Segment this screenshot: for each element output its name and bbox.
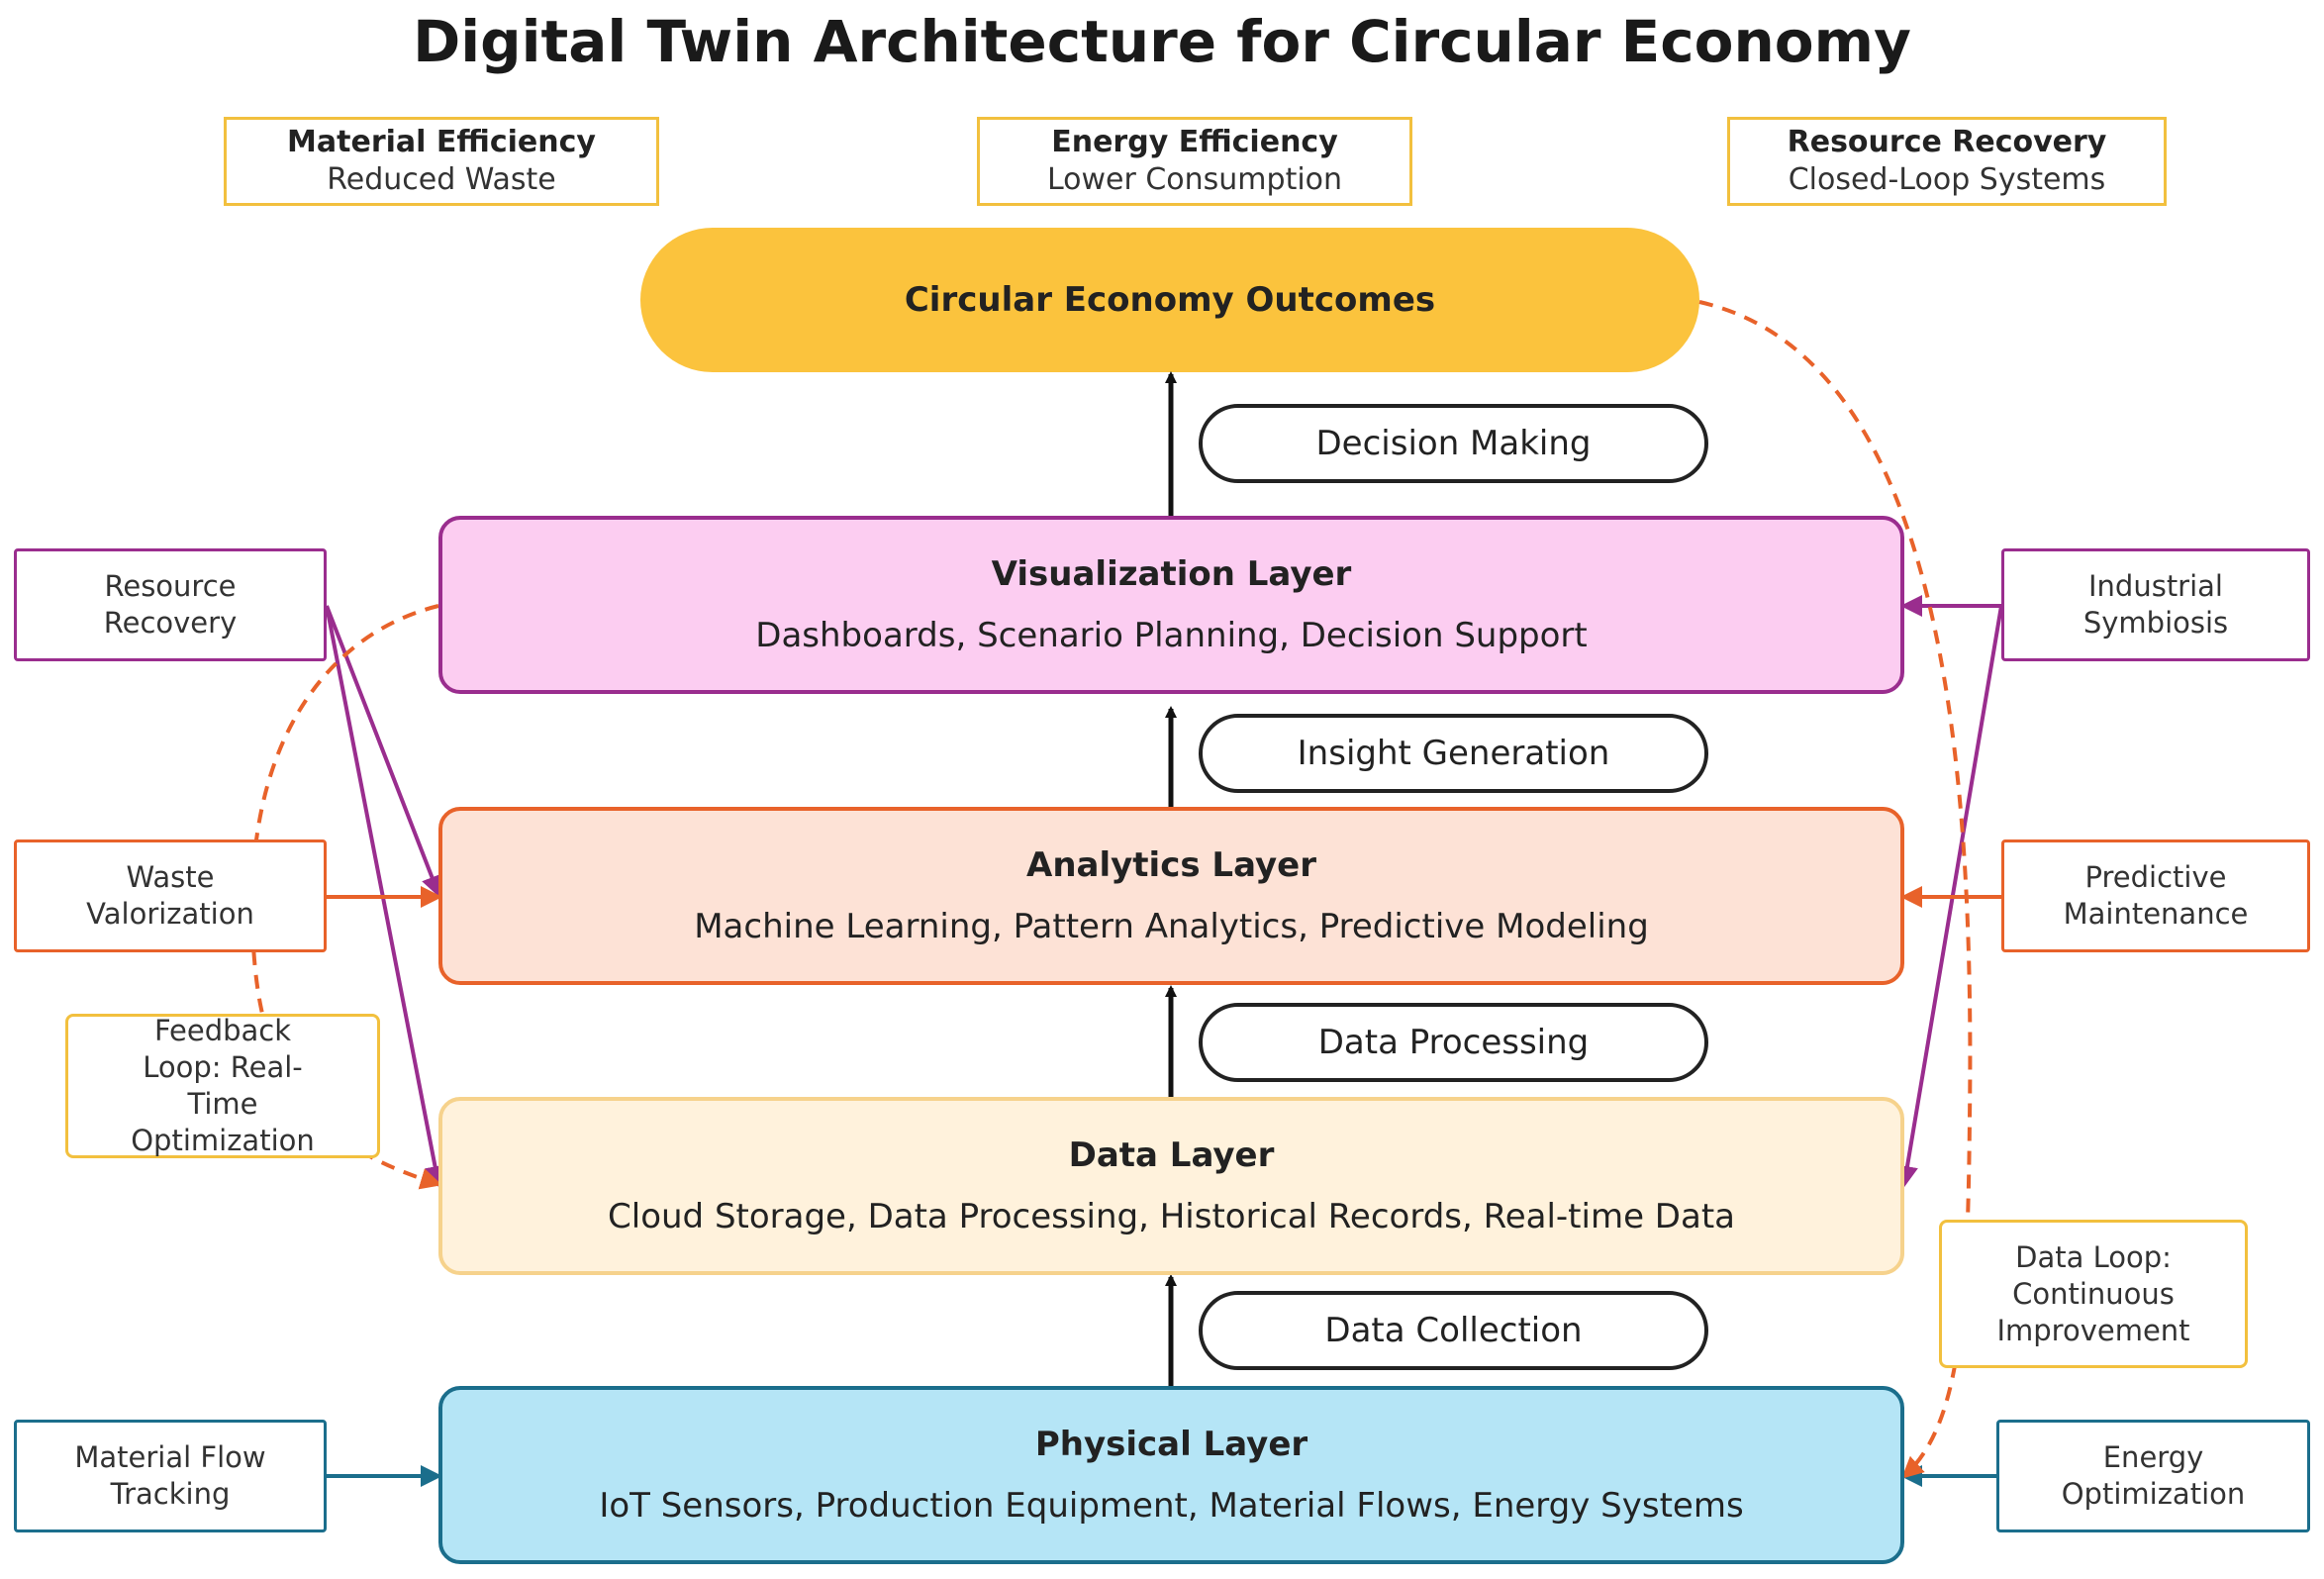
- analytics-layer: Analytics Layer Machine Learning, Patter…: [438, 807, 1904, 985]
- side-industrial-symbiosis: Industrial Symbiosis: [2001, 548, 2310, 661]
- kpi-resource-recovery: Resource Recovery Closed-Loop Systems: [1727, 117, 2167, 206]
- side-label-line: Waste: [126, 860, 215, 894]
- kpi-energy-efficiency: Energy Efficiency Lower Consumption: [977, 117, 1412, 206]
- note-line: Continuous: [2012, 1276, 2175, 1311]
- note-line: Loop: Real-: [143, 1050, 303, 1084]
- note-line: Improvement: [1996, 1313, 2190, 1347]
- flow-data-collection: Data Collection: [1199, 1291, 1708, 1370]
- side-label-line: Predictive: [2084, 860, 2227, 894]
- note-line: Time: [187, 1087, 258, 1121]
- arrow-resource-recovery-to-analytics: [325, 605, 442, 898]
- layer-heading: Data Layer: [1068, 1135, 1275, 1175]
- layer-sub: Cloud Storage, Data Processing, Historic…: [608, 1197, 1735, 1236]
- kpi-heading: Material Efficiency: [287, 125, 596, 159]
- layer-sub: Dashboards, Scenario Planning, Decision …: [755, 616, 1588, 655]
- layer-sub: Machine Learning, Pattern Analytics, Pre…: [694, 907, 1649, 946]
- side-label-line: Recovery: [103, 606, 238, 640]
- side-label-line: Maintenance: [2063, 897, 2249, 931]
- visualization-layer: Visualization Layer Dashboards, Scenario…: [438, 516, 1904, 694]
- flow-insight-generation: Insight Generation: [1199, 714, 1708, 793]
- note-data-loop: Data Loop: Continuous Improvement: [1939, 1220, 2248, 1368]
- side-label-line: Tracking: [110, 1477, 231, 1511]
- kpi-heading: Resource Recovery: [1787, 125, 2107, 159]
- side-label-line: Valorization: [86, 897, 254, 931]
- kpi-heading: Energy Efficiency: [1051, 125, 1338, 159]
- kpi-material-efficiency: Material Efficiency Reduced Waste: [224, 117, 659, 206]
- kpi-sub: Lower Consumption: [1046, 162, 1343, 197]
- data-layer: Data Layer Cloud Storage, Data Processin…: [438, 1097, 1904, 1275]
- physical-layer: Physical Layer IoT Sensors, Production E…: [438, 1386, 1904, 1564]
- layer-heading: Visualization Layer: [991, 554, 1352, 594]
- note-line: Feedback: [153, 1014, 292, 1047]
- side-label-line: Industrial: [2087, 569, 2223, 603]
- data-loop-dashed: [1698, 300, 1973, 1479]
- layer-sub: IoT Sensors, Production Equipment, Mater…: [599, 1486, 1744, 1526]
- layer-heading: Physical Layer: [1034, 1425, 1308, 1464]
- side-label-line: Resource: [104, 569, 237, 603]
- note-line: Data Loop:: [2015, 1239, 2172, 1274]
- side-waste-valorization: Waste Valorization: [14, 839, 327, 952]
- layer-heading: Analytics Layer: [1026, 845, 1316, 885]
- flow-data-processing: Data Processing: [1199, 1003, 1708, 1082]
- note-feedback-loop: Feedback Loop: Real- Time Optimization: [65, 1014, 380, 1158]
- diagram-title: Digital Twin Architecture for Circular E…: [413, 8, 1911, 75]
- side-label-line: Material Flow: [74, 1440, 266, 1474]
- flow-decision-making: Decision Making: [1199, 404, 1708, 483]
- side-label-line: Energy: [2102, 1440, 2204, 1474]
- kpi-sub: Reduced Waste: [327, 162, 556, 197]
- side-material-flow-tracking: Material Flow Tracking: [14, 1420, 327, 1532]
- side-predictive-maintenance: Predictive Maintenance: [2001, 839, 2310, 952]
- side-energy-optimization: Energy Optimization: [1996, 1420, 2310, 1532]
- side-label-line: Optimization: [2061, 1477, 2246, 1511]
- side-resource-recovery: Resource Recovery: [14, 548, 327, 661]
- kpi-sub: Closed-Loop Systems: [1788, 162, 2106, 197]
- side-label-line: Symbiosis: [2082, 606, 2229, 640]
- note-line: Optimization: [131, 1124, 315, 1157]
- circular-economy-outcomes: Circular Economy Outcomes: [640, 228, 1699, 372]
